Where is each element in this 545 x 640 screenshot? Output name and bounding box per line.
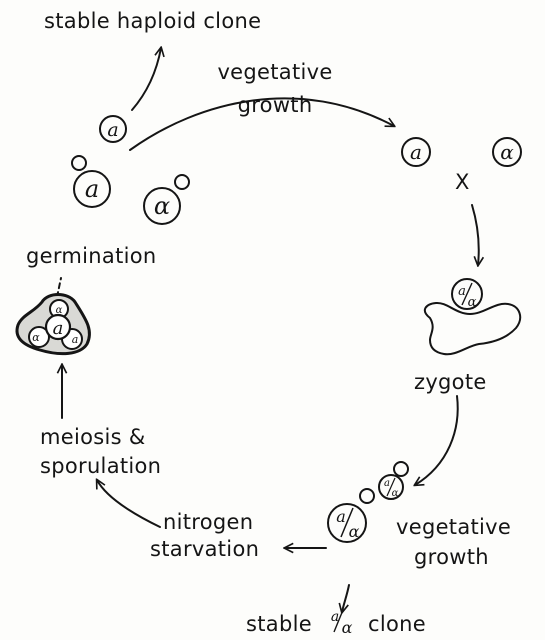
- svg-text:a: a: [72, 333, 79, 346]
- svg-text:a: a: [458, 284, 466, 299]
- svg-text:α: α: [154, 192, 170, 220]
- svg-text:a: a: [85, 175, 99, 203]
- svg-text:α: α: [349, 522, 360, 541]
- diploid-fraction-label: a α: [331, 609, 353, 637]
- cross-symbol: X: [455, 170, 470, 194]
- svg-text:a: a: [410, 140, 422, 164]
- nitrogen-label: nitrogen: [163, 510, 253, 534]
- stable-diploid-prefix-label: stable: [246, 612, 312, 636]
- mating-alpha-cell-icon: α: [493, 138, 521, 166]
- svg-text:α: α: [32, 331, 40, 344]
- svg-text:α: α: [56, 305, 63, 316]
- arrow-to-haploid-clone: [132, 48, 161, 110]
- svg-text:a: a: [384, 478, 390, 489]
- svg-text:α: α: [468, 295, 477, 310]
- small-diploid-cell-icon: a α: [379, 462, 408, 499]
- meiosis-label: meiosis &: [40, 425, 146, 449]
- bottom-growth-label: growth: [414, 545, 489, 569]
- arrow-to-zygote: [472, 205, 479, 265]
- stable-haploid-clone-label: stable haploid clone: [44, 9, 261, 33]
- zygote-label: zygote: [414, 370, 487, 394]
- arrow-to-meiosis: [97, 480, 160, 527]
- svg-text:a: a: [107, 119, 118, 141]
- germination-label: germination: [26, 244, 157, 268]
- svg-text:a: a: [53, 318, 64, 339]
- svg-text:a: a: [336, 507, 346, 526]
- top-growth-label: growth: [200, 93, 350, 117]
- budding-a-cell-icon: a: [72, 156, 110, 207]
- haploid-a-cell-icon: a: [100, 116, 126, 142]
- svg-text:α: α: [500, 140, 514, 164]
- arrow-to-diploid-clone: [342, 585, 349, 612]
- large-diploid-cell-icon: a α: [328, 489, 374, 542]
- arrow-zygote-to-diploid: [415, 396, 458, 485]
- starvation-label: starvation: [150, 537, 259, 561]
- zygote-icon: a α: [425, 279, 520, 354]
- ascus-tetrad-icon: a α α a: [17, 295, 89, 354]
- top-vegetative-label: vegetative: [200, 60, 350, 84]
- bottom-vegetative-label: vegetative: [396, 515, 511, 539]
- mating-a-cell-icon: a: [402, 138, 430, 166]
- sporulation-label: sporulation: [40, 454, 161, 478]
- stable-diploid-suffix-label: clone: [368, 612, 426, 636]
- svg-text:α: α: [342, 618, 353, 637]
- svg-text:α: α: [392, 488, 399, 499]
- budding-alpha-cell-icon: α: [144, 175, 189, 224]
